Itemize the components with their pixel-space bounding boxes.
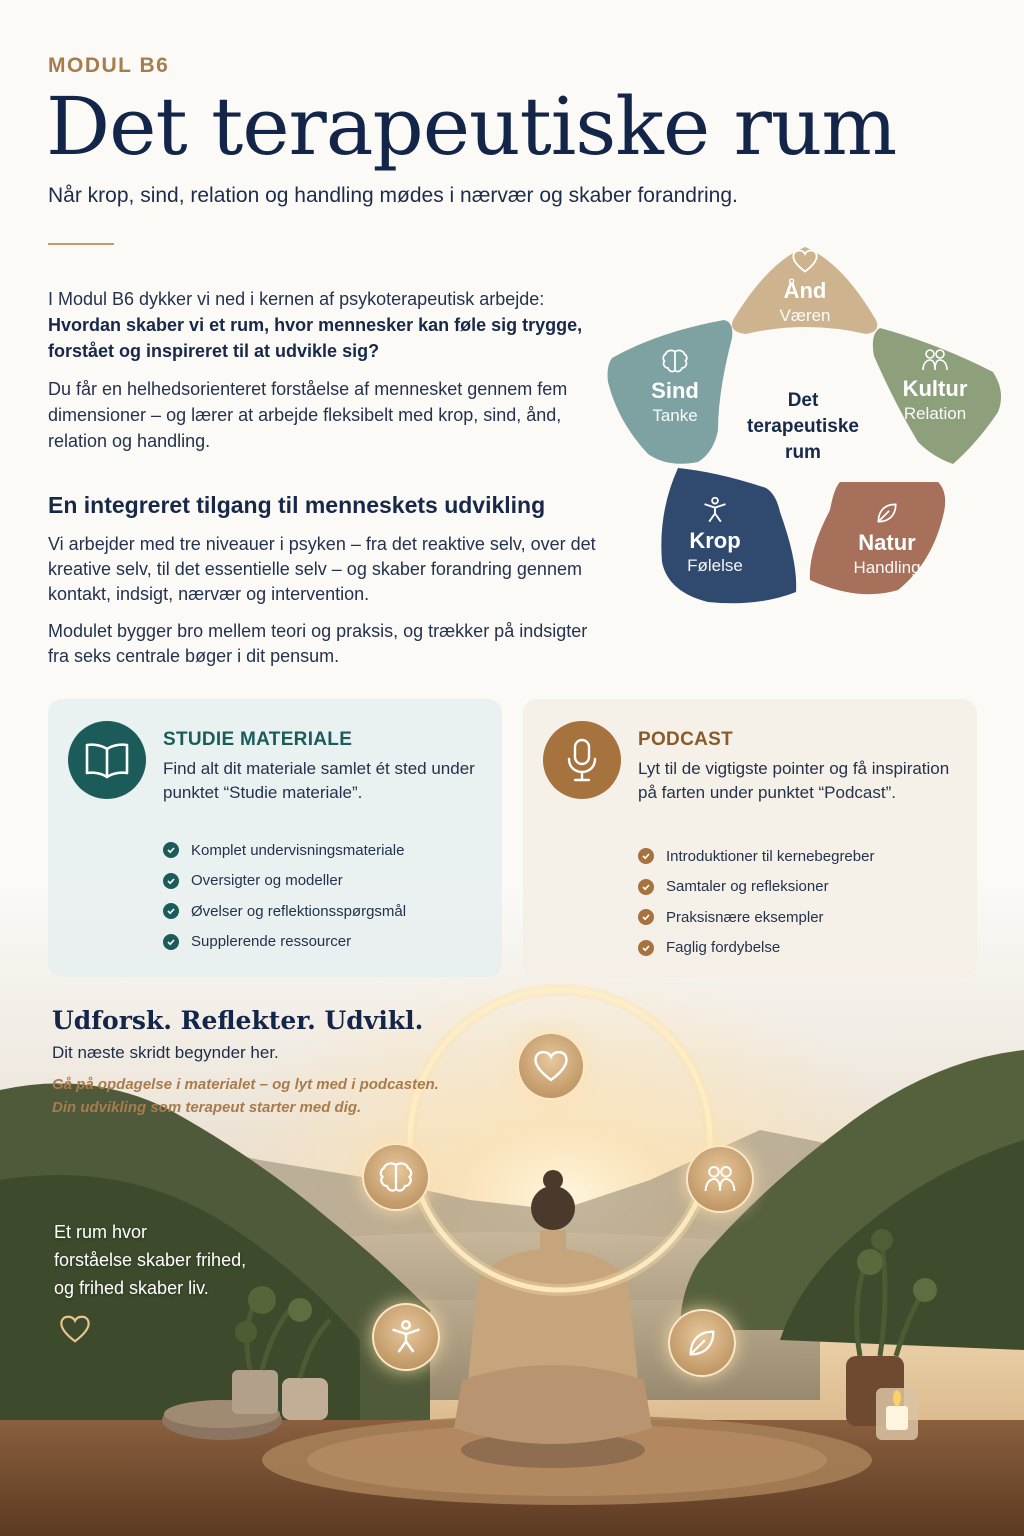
ring-brain-icon (362, 1143, 430, 1211)
quote-line-3: og frihed skaber liv. (54, 1278, 209, 1298)
quote-line-1: Et rum hvor (54, 1222, 148, 1242)
next-step-text: Dit næste skridt begynder her. (52, 1043, 279, 1062)
petal-aand-text: Ånd Væren (740, 248, 870, 328)
list-item: Komplet undervisningsmateriale (163, 835, 406, 866)
heart-outline-icon (58, 1314, 92, 1349)
intro-paragraph-1: I Modul B6 dykker vi ned i kernen af psy… (48, 286, 608, 364)
list-item: Faglig fordybelse (638, 933, 874, 964)
card-description: Find alt dit materiale samlet ét sted un… (163, 759, 475, 802)
list-item-label: Praksisnære eksempler (666, 908, 824, 926)
check-icon (638, 878, 654, 895)
list-item-label: Samtaler og refleksioner (666, 878, 829, 896)
ring-person-icon (372, 1303, 440, 1371)
petal-name: Ånd (783, 278, 827, 303)
intro-paragraph-2: Du får en helhedsorienteret forståelse a… (48, 379, 568, 451)
list-item-label: Supplerende ressourcer (191, 933, 352, 951)
petal-sub: Væren (779, 306, 831, 325)
petal-sind (607, 320, 733, 464)
person-icon (704, 496, 726, 523)
check-icon (163, 872, 179, 889)
petal-sub: Tanke (652, 406, 698, 425)
ring-people-icon (686, 1145, 754, 1213)
petal-krop (661, 468, 797, 604)
petal-aand (731, 247, 878, 334)
five-dimensions-diagram: Ånd Væren Kultur Relation Natur Handling… (598, 232, 1008, 612)
list-item-label: Introduktioner til kernebegreber (666, 847, 875, 865)
leaf-icon (877, 503, 897, 523)
petal-natur (809, 482, 946, 595)
closing-quote: Et rum hvor forståelse skaber frihed, og… (54, 1218, 246, 1302)
brain-icon (662, 349, 688, 373)
call-to-action: Gå på opdagelse i materialet – og lyt me… (52, 1073, 439, 1119)
check-icon (638, 909, 654, 926)
card-list: Introduktioner til kernebegreber Samtale… (638, 841, 874, 963)
diagram-center-label: Det terapeutiske rum (747, 390, 859, 463)
check-icon (163, 842, 179, 859)
check-icon (163, 903, 179, 920)
cta-line-2: Din udvikling som terapeut starter med d… (52, 1099, 362, 1116)
list-item: Supplerende ressourcer (163, 927, 406, 958)
petal-name: Krop (689, 528, 741, 553)
intro-text: I Modul B6 dykker vi ned i kernen af psy… (48, 286, 608, 466)
cta-line-1: Gå på opdagelse i materialet – og lyt me… (52, 1076, 439, 1093)
page-title: Det terapeutiske rum (46, 80, 897, 173)
list-item: Praksisnære eksempler (638, 902, 874, 933)
people-icon (922, 349, 948, 371)
petal-natur-text: Natur Handling (822, 500, 952, 580)
card-title: STUDIE MATERIALE (163, 729, 353, 750)
list-item-label: Oversigter og modeller (191, 872, 343, 890)
card-title: PODCAST (638, 729, 733, 750)
ring-heart-icon (517, 1032, 585, 1100)
petal-sind-text: Sind Tanke (610, 348, 740, 428)
podcast-card[interactable]: PODCAST Lyt til de vigtigste pointer og … (523, 699, 977, 977)
title-divider (48, 243, 114, 245)
list-item: Samtaler og refleksioner (638, 872, 874, 903)
petal-sub: Relation (903, 404, 967, 423)
landscape-background (0, 880, 1024, 1536)
microphone-icon (543, 721, 621, 799)
page-subtitle: Når krop, sind, relation og handling mød… (48, 184, 738, 207)
list-item: Øvelser og reflektionsspørgsmål (163, 896, 406, 927)
section-paragraph-1: Vi arbejder med tre niveauer i psyken – … (48, 534, 596, 604)
petal-name: Natur (858, 530, 916, 555)
petal-sub: Følelse (687, 556, 743, 575)
list-item-label: Øvelser og reflektionsspørgsmål (191, 902, 407, 920)
list-item: Introduktioner til kernebegreber (638, 841, 874, 872)
list-item-label: Komplet undervisningsmateriale (191, 841, 405, 859)
module-label: MODUL B6 (48, 54, 170, 77)
card-list: Komplet undervisningsmateriale Oversigte… (163, 835, 406, 957)
petal-name: Kultur (902, 376, 968, 401)
list-item-label: Faglig fordybelse (666, 939, 781, 957)
study-material-card[interactable]: STUDIE MATERIALE Find alt dit materiale … (48, 699, 502, 977)
section-body: Vi arbejder med tre niveauer i psyken – … (48, 532, 608, 681)
ring-leaf-icon (668, 1309, 736, 1377)
check-icon (638, 848, 654, 865)
heart-icon (792, 249, 818, 273)
book-icon (68, 721, 146, 799)
petal-kultur-text: Kultur Relation (870, 348, 1000, 426)
list-item: Oversigter og modeller (163, 866, 406, 897)
tagline: Udforsk. Reflekter. Udvikl. (52, 1006, 424, 1035)
quote-line-2: forståelse skaber frihed, (54, 1250, 247, 1270)
petal-name: Sind (651, 378, 699, 403)
check-icon (638, 939, 654, 956)
petal-sub: Handling (853, 558, 921, 577)
check-icon (163, 933, 179, 950)
section-heading: En integreret tilgang til menneskets udv… (48, 492, 546, 518)
petal-kultur (872, 328, 1002, 464)
intro-question: Hvordan skaber vi et rum, hvor mennesker… (48, 315, 583, 361)
section-paragraph-2: Modulet bygger bro mellem teori og praks… (48, 621, 588, 666)
petal-krop-text: Krop Følelse (650, 496, 780, 578)
intro-line: I Modul B6 dykker vi ned i kernen af psy… (48, 289, 545, 309)
card-description: Lyt til de vigtigste pointer og få inspi… (638, 759, 950, 802)
